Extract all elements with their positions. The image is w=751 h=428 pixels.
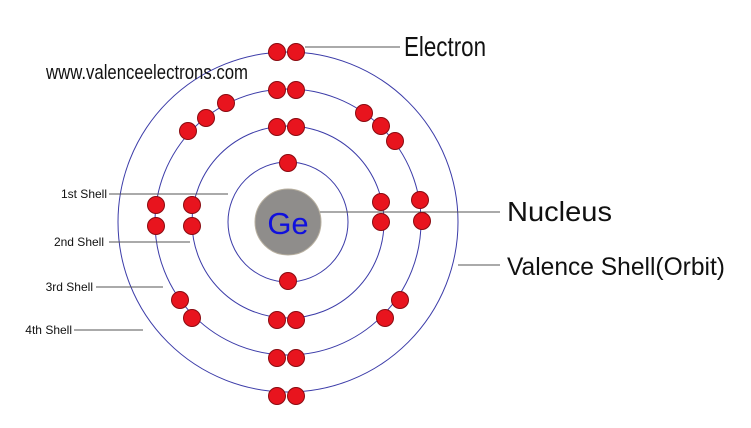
shell-3-label: 3rd Shell	[46, 280, 93, 294]
shell-2-electron	[372, 193, 390, 211]
shell-1-electron	[279, 272, 297, 290]
valence-shell-label: Valence Shell(Orbit)	[507, 253, 725, 281]
electron-label: Electron	[404, 31, 486, 62]
shell-2-electron	[372, 213, 390, 231]
shell-3-electron	[183, 309, 201, 327]
shell-3-electron	[391, 291, 409, 309]
shell-3-electron	[287, 81, 305, 99]
website-label: www.valenceelectrons.com	[45, 62, 248, 84]
shell-3-electron	[197, 109, 215, 127]
shell-2-label: 2nd Shell	[54, 235, 104, 249]
shell-4-electron	[287, 43, 305, 61]
shell-2-electron	[183, 217, 201, 235]
shell-1-electron	[279, 154, 297, 172]
shell-3-electron	[268, 81, 286, 99]
shell-3-electron	[413, 212, 431, 230]
shell-3-electron	[355, 104, 373, 122]
element-symbol: Ge	[267, 206, 308, 241]
shell-3-electron	[376, 309, 394, 327]
shell-3-electron	[372, 117, 390, 135]
shell-1-label: 1st Shell	[61, 187, 107, 201]
nucleus-label: Nucleus	[507, 196, 612, 227]
shell-2-electron	[268, 311, 286, 329]
shell-4-electron	[268, 387, 286, 405]
shell-3-electron	[179, 122, 197, 140]
shell-4-electron	[287, 387, 305, 405]
shell-2-electron	[183, 196, 201, 214]
shell-3-electron	[147, 196, 165, 214]
shell-3-electron	[386, 132, 404, 150]
shell-4-electron	[268, 43, 286, 61]
shell-4-label: 4th Shell	[25, 323, 72, 337]
shell-3-electron	[411, 191, 429, 209]
shell-3-electron	[217, 94, 235, 112]
shell-3-electron	[171, 291, 189, 309]
nucleus	[254, 188, 322, 256]
shell-3-electron	[147, 217, 165, 235]
shell-2-electron	[268, 118, 286, 136]
shell-3-electron	[287, 349, 305, 367]
shell-3-electron	[268, 349, 286, 367]
shell-2-electron	[287, 311, 305, 329]
shell-2-electron	[287, 118, 305, 136]
